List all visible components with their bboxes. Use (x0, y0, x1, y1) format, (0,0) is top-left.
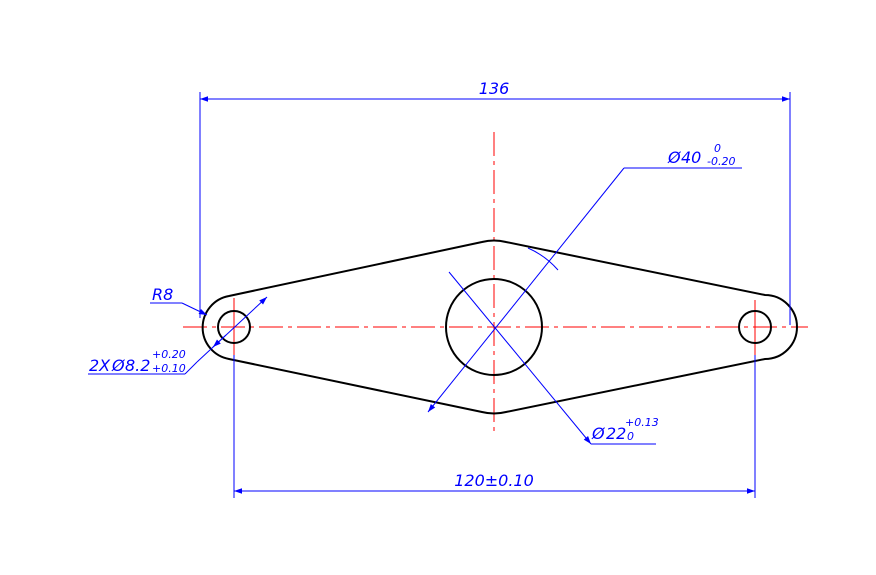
diameter-40-symbol: Ø (667, 148, 681, 167)
small-hole-count: 2X (89, 356, 111, 375)
small-hole-lower-tolerance: +0.10 (152, 362, 186, 375)
diameter-40-dimension-line (427, 167, 625, 413)
dimension-lines (88, 92, 791, 498)
dimension-120-label: 120±0.10 (454, 471, 534, 490)
small-hole-dimension-line (196, 296, 268, 363)
diameter-22-dimension-line (448, 271, 592, 445)
diameter-22-symbol: Ø (591, 424, 605, 443)
left-hole-circle (217, 310, 251, 344)
diameter-22-value: 22 (606, 424, 626, 443)
right-hole-circle (738, 310, 772, 344)
small-hole-upper-tolerance: +0.20 (152, 348, 186, 361)
small-hole-leader-join (184, 361, 198, 375)
diameter-40-value: 40 (681, 148, 701, 167)
diameter-22-upper-tolerance: +0.13 (625, 416, 659, 429)
small-hole-symbol: Ø (111, 356, 125, 375)
dimension-texts: 136 120±0.10 R8 Ø 40 0 -0.20 Ø 22 +0.13 … (89, 79, 735, 490)
diameter-40-upper-tolerance: 0 (714, 142, 721, 155)
diameter-40-arc-marker (527, 247, 559, 271)
link-plate-profile (201, 239, 798, 415)
diameter-40-lower-tolerance: -0.20 (707, 155, 735, 168)
center-lines (183, 132, 808, 434)
small-hole-value: 8.2 (125, 356, 150, 375)
small-hole-dimension-arrow (212, 334, 227, 348)
large-bore-circle (445, 278, 543, 376)
diameter-22-lower-tolerance: 0 (627, 430, 634, 443)
r8-label: R8 (152, 285, 173, 304)
dimension-136-label: 136 (479, 79, 510, 98)
part-outline (201, 239, 798, 415)
r8-leader (181, 302, 208, 316)
